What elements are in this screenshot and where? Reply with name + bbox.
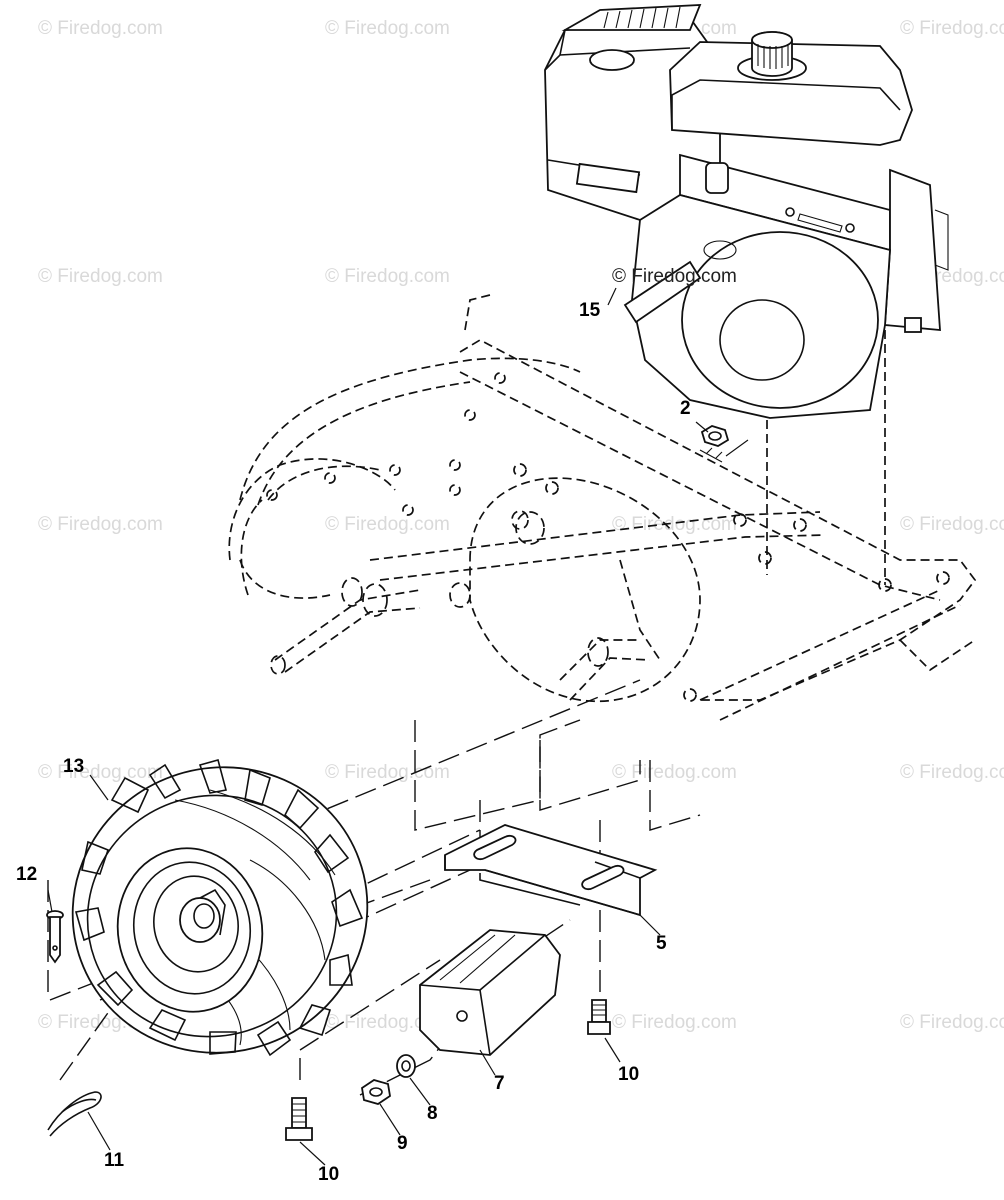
washer-icon (396, 1054, 416, 1078)
bolt-icon (285, 1097, 313, 1141)
callout-10-right: 10 (618, 1064, 640, 1085)
weight-block-icon (419, 929, 561, 1056)
wheel-tire-icon (71, 759, 369, 1057)
callout-2: 2 (680, 398, 691, 419)
callout-8: 8 (427, 1103, 438, 1124)
nut-icon (699, 425, 749, 463)
engine-icon (544, 4, 949, 419)
callout-11: 11 (104, 1150, 125, 1171)
callout-12: 12 (16, 864, 38, 885)
callout-9: 9 (397, 1133, 408, 1154)
bolt-icon (587, 999, 611, 1035)
callout-15: 15 (579, 300, 601, 321)
hairpin-clip-icon (47, 1091, 102, 1137)
clevis-pin-icon (46, 910, 64, 964)
tiller-frame-phantom (228, 294, 977, 721)
callout-13: 13 (63, 756, 85, 777)
callout-7: 7 (494, 1073, 505, 1094)
callout-5: 5 (656, 933, 667, 954)
bracket-icon (444, 824, 658, 917)
callout-10-left: 10 (318, 1164, 340, 1185)
nut-icon (361, 1079, 391, 1105)
watermark-label: © Firedog.com (612, 266, 737, 287)
